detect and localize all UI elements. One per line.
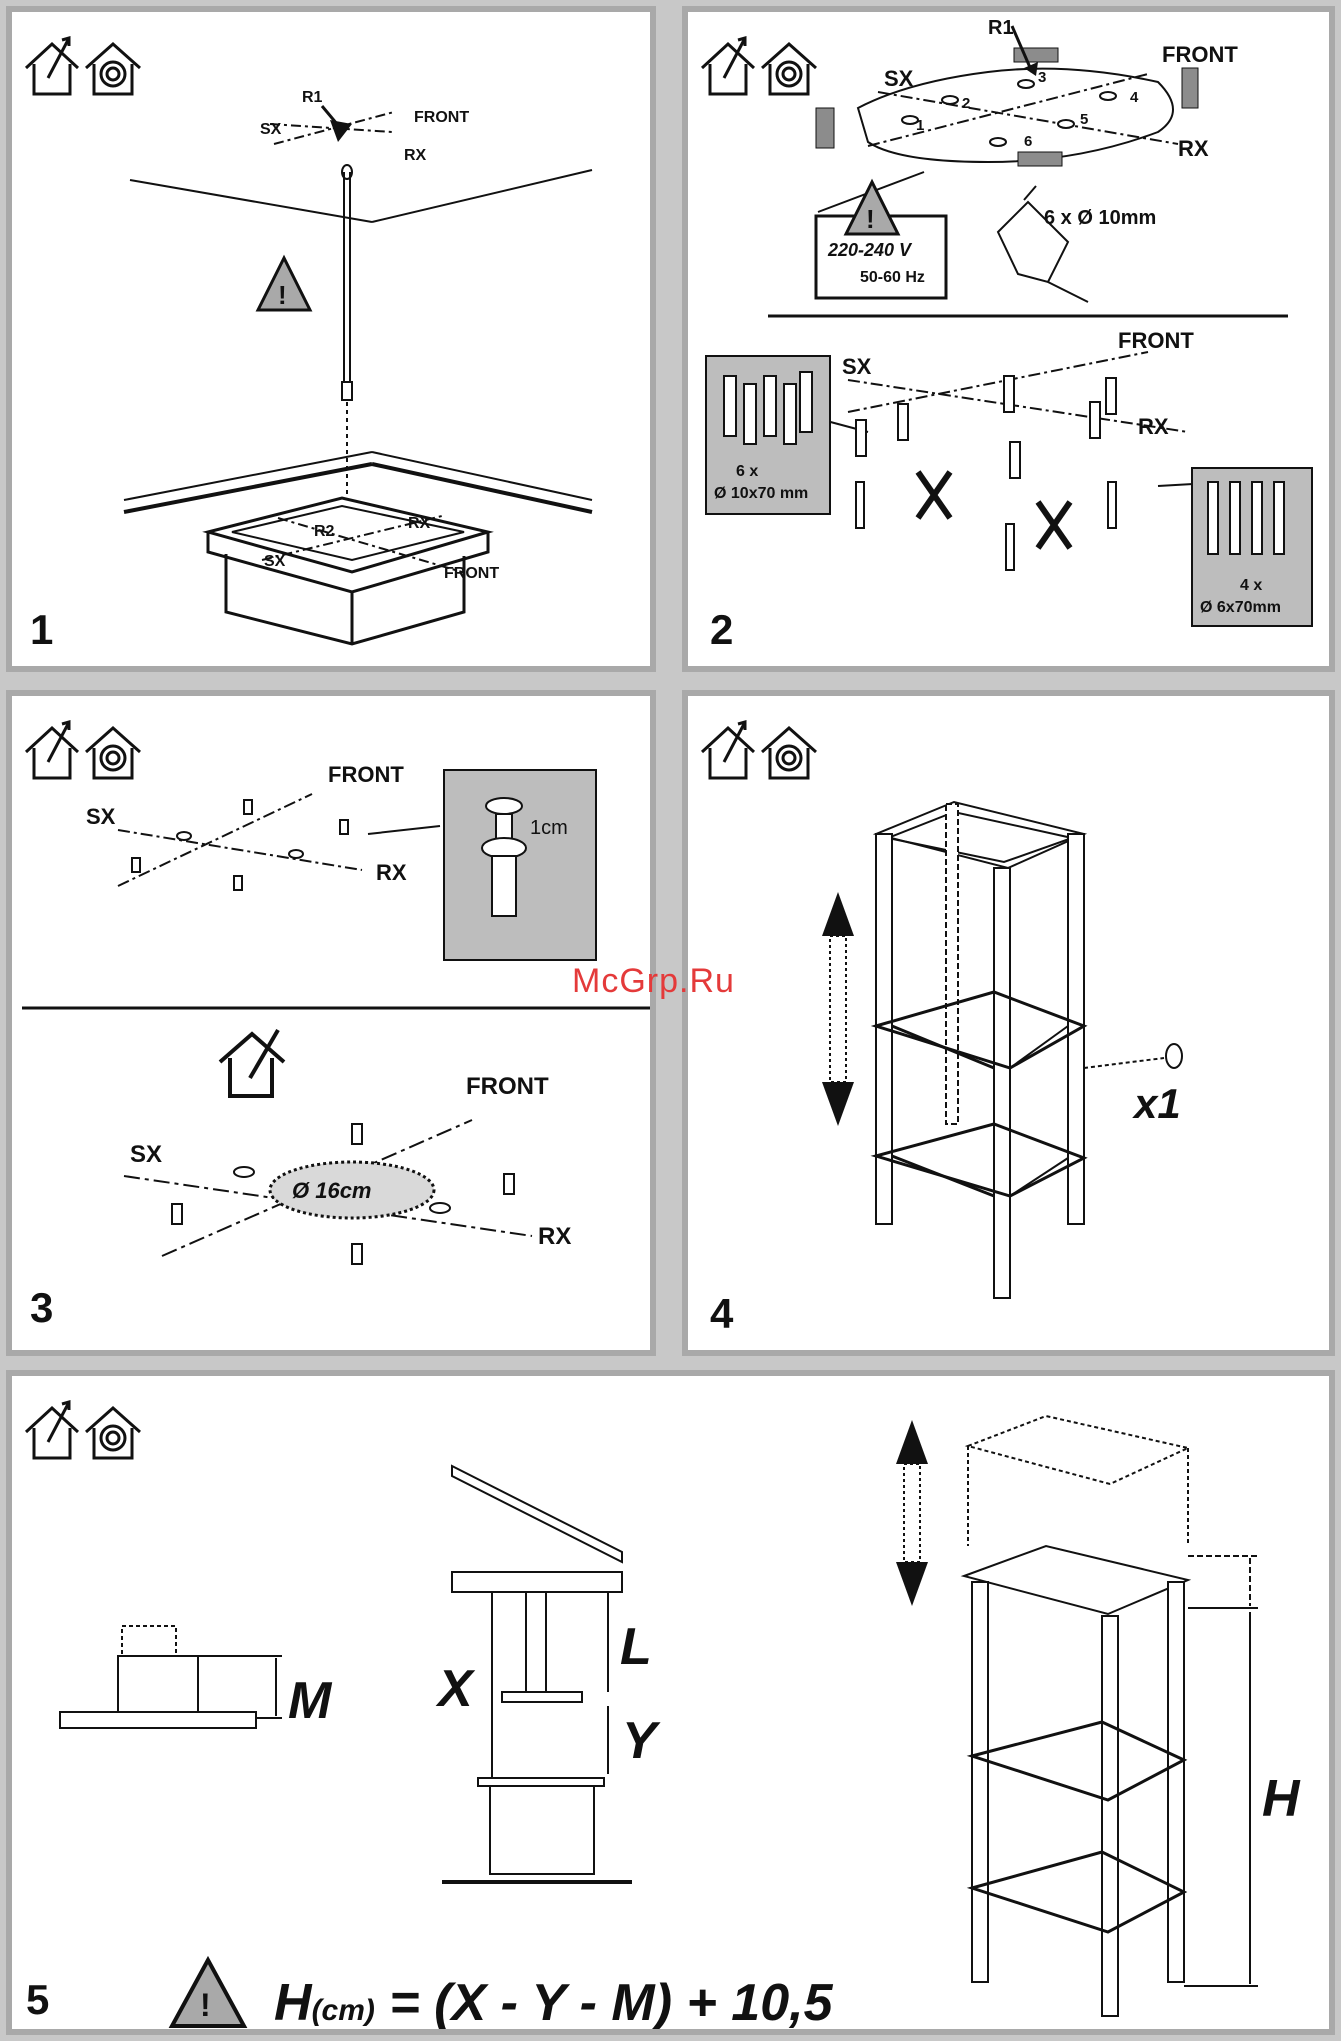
hole-3: 3 — [1038, 69, 1046, 86]
house-recirculation-icon — [86, 728, 140, 778]
rx-label-2: RX — [538, 1223, 571, 1250]
hole-2: 2 — [962, 95, 970, 112]
step-number: 4 — [710, 1290, 733, 1338]
hole-6: 6 — [1024, 133, 1032, 150]
h-label: H — [1262, 1770, 1301, 1828]
quantity-label: x1 — [1132, 1080, 1181, 1127]
l-label: L — [620, 1618, 652, 1676]
house-duct-out-icon — [702, 722, 754, 778]
step-number: 3 — [30, 1284, 53, 1332]
sx-label: SX — [260, 121, 282, 138]
watermark: McGrp.Ru — [572, 962, 735, 1001]
r1-label: R1 — [988, 17, 1014, 39]
frequency-label: 50-60 Hz — [860, 269, 925, 286]
screw-icon — [1166, 1044, 1182, 1068]
adjust-arrow-icon — [896, 1420, 928, 1606]
house-recirculation-icon — [86, 1408, 140, 1458]
r2-label: R2 — [314, 523, 335, 540]
step-5-panel: M X L Y — [6, 1370, 1335, 2035]
step-number: 1 — [30, 606, 53, 654]
sx-label-2: SX — [264, 553, 286, 570]
step-3-panel: SX FRONT RX 1cm Ø 16cm SX FRONT RX 3 — [6, 690, 656, 1356]
warning-icon: ! — [172, 1960, 244, 2026]
rx-label: RX — [1178, 136, 1209, 161]
step-number: 2 — [710, 606, 733, 654]
formula-rest: = (X - Y - M) + 10,5 — [375, 1974, 834, 2032]
telescopic-frame-extended — [964, 1416, 1258, 2016]
telescopic-frame — [876, 802, 1084, 1298]
drill-icon — [998, 186, 1088, 302]
warning-icon: ! — [846, 182, 898, 234]
front-label: FRONT — [414, 109, 469, 126]
front-label-2: FRONT — [466, 1073, 549, 1100]
front-label: FRONT — [1162, 42, 1238, 67]
sx-label-2: SX — [130, 1141, 162, 1168]
screws-size: Ø 6x70mm — [1200, 599, 1281, 616]
step-number: 5 — [26, 1976, 49, 2024]
hole-5: 5 — [1080, 111, 1088, 128]
step-2-panel: 1 2 3 4 5 6 R1 SX FRONT RX ! 220-240 V 5… — [682, 6, 1335, 672]
adjust-arrow-icon — [822, 892, 854, 1126]
hole-1: 1 — [916, 117, 924, 134]
rx-label-2: RX — [408, 515, 431, 532]
rx-label-2: RX — [1138, 414, 1169, 439]
sx-label: SX — [884, 66, 914, 91]
plugs-count: 6 x — [736, 463, 758, 480]
svg-text:!: ! — [866, 204, 875, 234]
formula-unit: (cm) — [312, 1994, 375, 2027]
r1-label: R1 — [302, 89, 323, 106]
warning-icon: ! — [258, 258, 310, 310]
front-label-2: FRONT — [1118, 328, 1194, 353]
drill-label: 6 x Ø 10mm — [1044, 207, 1156, 229]
sx-label: SX — [86, 804, 116, 829]
front-label-2: FRONT — [444, 565, 499, 582]
step-1-panel: ! R1 SX FRONT RX R2 SX RX FRONT 1 — [6, 6, 656, 672]
diameter-label: Ø 16cm — [292, 1178, 372, 1203]
plugs-size: Ø 10x70 mm — [714, 485, 808, 502]
house-duct-out-icon — [26, 1402, 78, 1458]
step-2-illustration: 1 2 3 4 5 6 R1 SX FRONT RX ! 220-240 V 5… — [688, 12, 1335, 672]
y-label: Y — [622, 1712, 661, 1770]
x-label: X — [435, 1660, 476, 1718]
house-duct-out-icon — [702, 38, 754, 94]
screws-count: 4 x — [1240, 577, 1262, 594]
sx-label-2: SX — [842, 354, 872, 379]
step-4-illustration: x1 — [688, 696, 1335, 1356]
formula-h: H — [274, 1974, 313, 2032]
house-duct-out-icon — [220, 1030, 284, 1096]
m-label: M — [288, 1672, 333, 1730]
step-5-illustration: M X L Y — [12, 1376, 1335, 2035]
house-recirculation-icon — [762, 728, 816, 778]
house-duct-out-icon — [26, 722, 78, 778]
hole-4: 4 — [1130, 89, 1139, 106]
svg-text:!: ! — [278, 280, 287, 310]
house-recirculation-icon — [762, 44, 816, 94]
formula: H(cm) = (X - Y - M) + 10,5 — [274, 1974, 834, 2032]
hood-height-diagram — [60, 1626, 282, 1728]
step-3-illustration: SX FRONT RX 1cm Ø 16cm SX FRONT RX — [12, 696, 656, 1356]
gap-label: 1cm — [530, 817, 568, 839]
front-label: FRONT — [328, 762, 404, 787]
house-recirculation-icon — [86, 44, 140, 94]
house-duct-out-icon — [26, 38, 78, 94]
voltage-label: 220-240 V — [827, 240, 913, 260]
step-4-panel: x1 4 — [682, 690, 1335, 1356]
svg-text:!: ! — [200, 1987, 211, 2023]
step-1-illustration: ! R1 SX FRONT RX R2 SX RX FRONT — [12, 12, 656, 672]
rx-label: RX — [404, 147, 427, 164]
rx-label: RX — [376, 860, 407, 885]
